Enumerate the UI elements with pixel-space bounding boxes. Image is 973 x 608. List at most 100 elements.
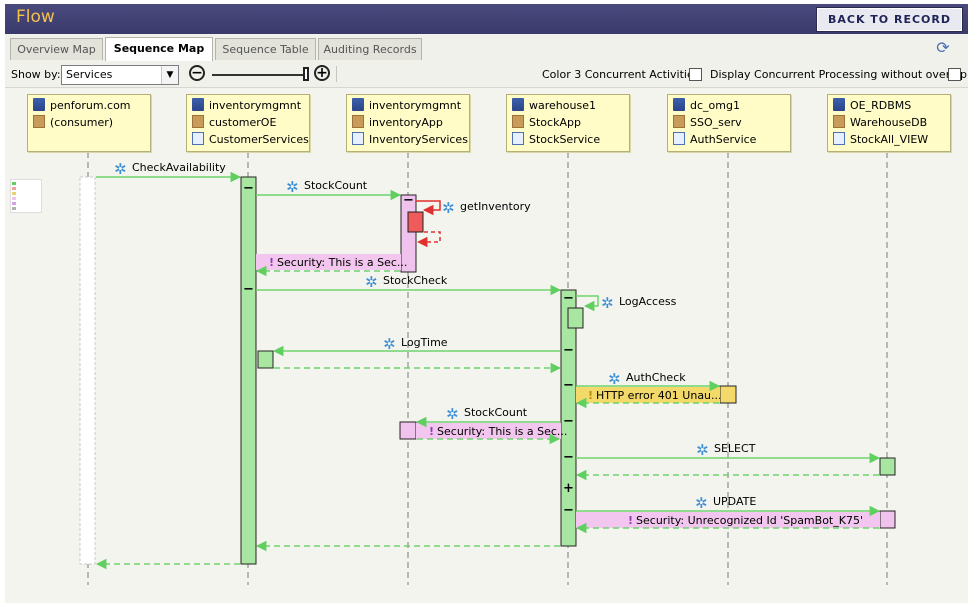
chevron-down-icon: ▼ (161, 66, 178, 84)
participant-app: customerOE (209, 116, 277, 129)
activation-update (879, 510, 896, 529)
activation-select (879, 457, 896, 476)
app-title: Flow (16, 7, 55, 27)
gear-icon: ✲ (601, 294, 614, 312)
gear-icon: ✲ (446, 405, 459, 423)
zoom-out-button[interactable]: − (189, 65, 205, 81)
server-icon (673, 98, 685, 111)
participant-app: StockApp (529, 116, 581, 129)
show-by-select[interactable]: Services ▼ (61, 65, 179, 85)
toolbar-divider (336, 66, 337, 82)
participant-stock-service[interactable]: warehouse1 StockApp StockService (506, 94, 630, 152)
server-icon (512, 98, 524, 111)
activation-consumer (79, 176, 96, 565)
participant-server: warehouse1 (529, 99, 596, 112)
collapse-icon[interactable]: − (563, 343, 574, 358)
application-icon (673, 115, 685, 128)
collapse-icon[interactable]: − (243, 282, 254, 297)
participant-auth-service[interactable]: dc_omg1 SSO_serv AuthService (667, 94, 791, 152)
note-security-1[interactable]: !Security: This is a Sec... (269, 256, 408, 269)
title-bar: Flow BACK TO RECORD (5, 4, 968, 34)
service-icon (512, 132, 524, 145)
participant-service: AuthService (690, 133, 757, 146)
application-icon (512, 115, 524, 128)
exclamation-icon: ! (628, 514, 634, 527)
collapse-icon[interactable]: − (563, 378, 574, 393)
participant-server: inventorymgmnt (369, 99, 462, 112)
exclamation-icon: ! (588, 389, 594, 402)
collapse-icon[interactable]: − (563, 291, 574, 306)
gear-icon: ✲ (365, 273, 378, 291)
participant-customer-services[interactable]: inventorymgmnt customerOE CustomerServic… (186, 94, 310, 152)
activation-log-time (257, 350, 274, 369)
zoom-slider-track[interactable] (212, 74, 306, 76)
participant-app: (consumer) (50, 116, 114, 129)
zoom-in-button[interactable]: + (314, 65, 330, 81)
note-bg-security-3 (576, 512, 880, 528)
participant-service: StockService (529, 133, 601, 146)
participant-server: inventorymgmnt (209, 99, 302, 112)
color-concurrent-checkbox[interactable] (689, 68, 702, 81)
message-auth-check[interactable]: ✲AuthCheck (608, 370, 686, 388)
activation-log-access (567, 307, 584, 329)
exclamation-icon: ! (429, 425, 435, 438)
service-icon (352, 132, 364, 145)
tab-overview-map[interactable]: Overview Map (10, 38, 103, 60)
server-icon (33, 98, 45, 111)
server-icon (352, 98, 364, 111)
application-icon (352, 115, 364, 128)
note-http-error[interactable]: !HTTP error 401 Unau... (588, 389, 722, 402)
participant-app: SSO_serv (690, 116, 742, 129)
message-stock-count-1[interactable]: ✲StockCount (286, 178, 368, 196)
server-icon (833, 98, 845, 111)
message-get-inventory[interactable]: ✲getInventory (442, 199, 531, 217)
message-select[interactable]: ✲SELECT (696, 441, 756, 459)
participant-service: CustomerServices (209, 133, 309, 146)
toolbar: Show by: Services ▼ − + Color 3 Concurre… (5, 63, 968, 88)
message-log-time[interactable]: ✲LogTime (383, 335, 448, 353)
participant-server: OE_RDBMS (850, 99, 912, 112)
tab-sequence-table[interactable]: Sequence Table (215, 38, 316, 60)
participant-penforum[interactable]: penforum.com (consumer) (27, 94, 151, 152)
arrow-get-inventory (416, 200, 441, 216)
message-check-availability[interactable]: ✲CheckAvailability (114, 160, 226, 178)
collapse-icon[interactable]: − (563, 450, 574, 465)
tab-sequence-map[interactable]: Sequence Map (105, 37, 213, 61)
note-security-2[interactable]: !Security: This is a Sec... (429, 425, 568, 438)
back-to-record-button[interactable]: BACK TO RECORD (815, 7, 964, 32)
gear-icon: ✲ (696, 441, 709, 459)
refresh-icon[interactable]: ⟳ (936, 38, 950, 57)
expand-icon[interactable]: + (563, 481, 574, 496)
message-stock-count-2[interactable]: ✲StockCount (446, 405, 528, 423)
tab-auditing-records[interactable]: Auditing Records (318, 38, 422, 60)
note-bg-security-1 (256, 254, 401, 270)
display-concurrent-checkbox[interactable] (948, 68, 961, 81)
collapse-icon[interactable]: − (403, 193, 414, 208)
activation-customer-services (240, 176, 257, 565)
note-bg-http-error (576, 387, 720, 403)
zoom-slider-handle[interactable] (303, 67, 309, 81)
participant-stockall-view[interactable]: OE_RDBMS WarehouseDB StockAll_VIEW (827, 94, 951, 152)
application-icon (33, 115, 45, 128)
note-security-3[interactable]: !Security: Unrecognized Id 'SpamBot_K75' (628, 514, 863, 527)
activation-stock-count-2 (399, 421, 417, 440)
tab-bar: Overview Map Sequence Map Sequence Table… (5, 34, 968, 63)
message-update[interactable]: ✲UPDATE (695, 494, 757, 512)
participant-app: WarehouseDB (850, 116, 928, 129)
message-log-access[interactable]: ✲LogAccess (601, 294, 677, 312)
participant-inventory-services[interactable]: inventorymgmnt inventoryApp InventorySer… (346, 94, 470, 152)
gear-icon: ✲ (286, 178, 299, 196)
mini-legend (10, 179, 42, 213)
gear-icon: ✲ (695, 494, 708, 512)
gear-icon: ✲ (383, 335, 396, 353)
collapse-icon[interactable]: − (563, 414, 574, 429)
gear-icon: ✲ (114, 160, 127, 178)
message-stock-check[interactable]: ✲StockCheck (365, 273, 448, 291)
show-by-value: Services (66, 68, 113, 81)
collapse-icon[interactable]: − (563, 503, 574, 518)
collapse-icon[interactable]: − (243, 181, 254, 196)
gear-icon: ✲ (442, 199, 455, 217)
service-icon (192, 132, 204, 145)
application-icon (833, 115, 845, 128)
